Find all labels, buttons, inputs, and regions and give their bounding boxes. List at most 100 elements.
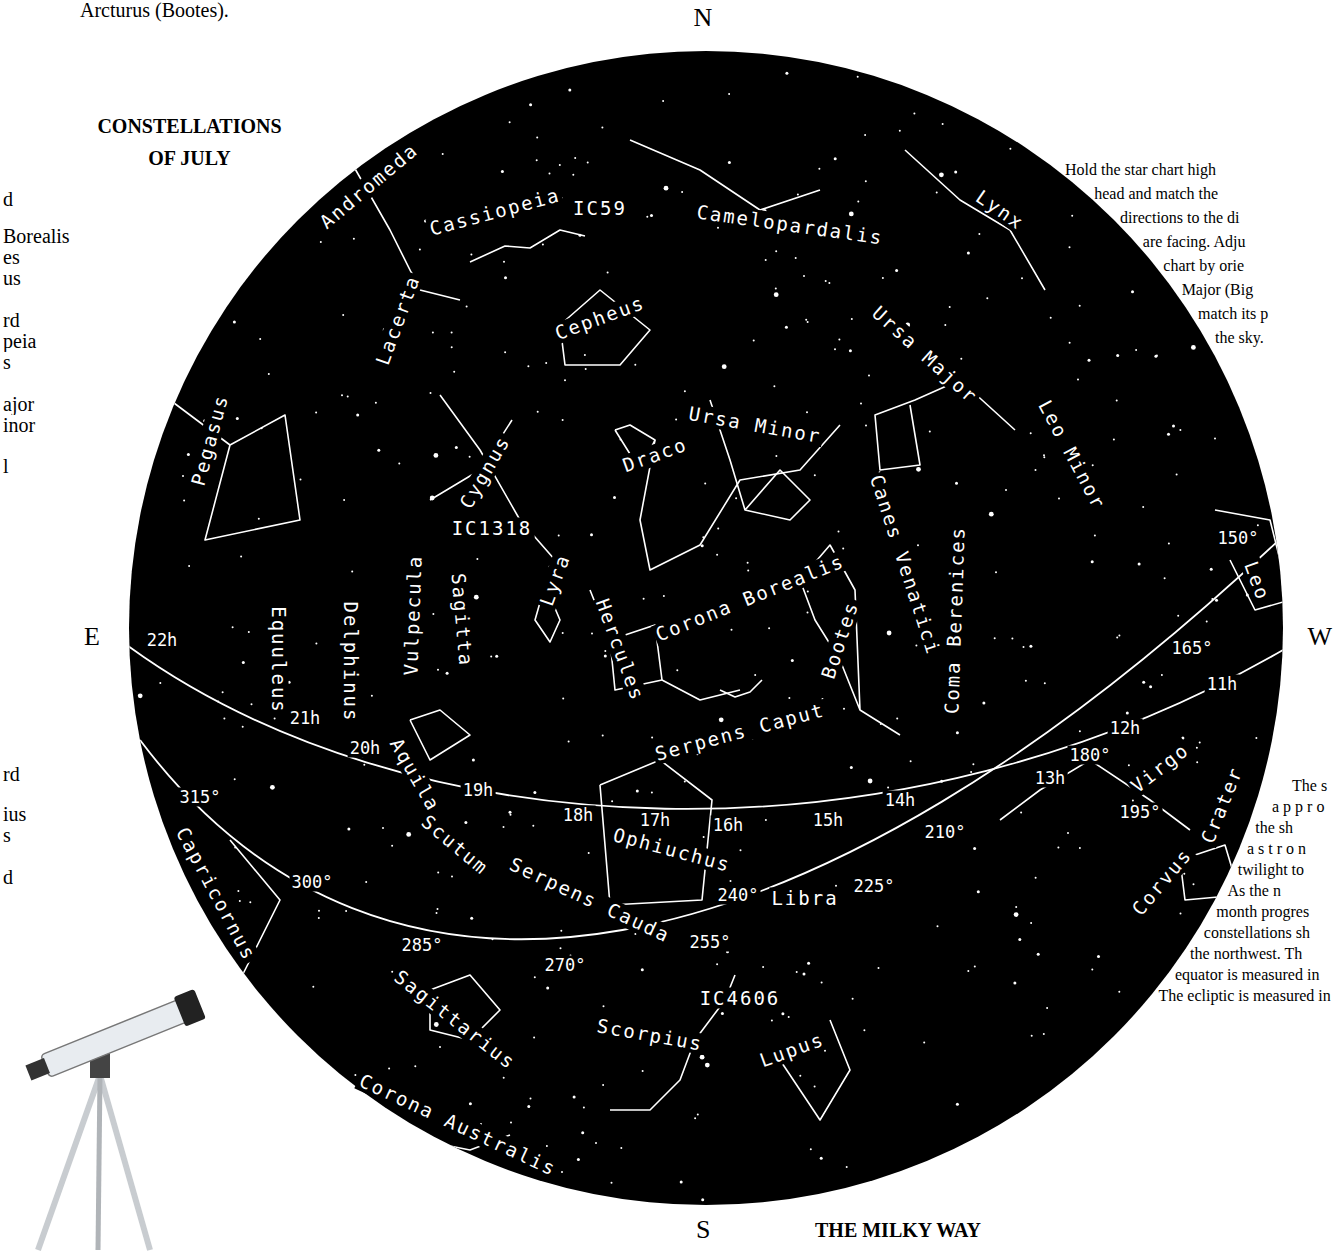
star-dot xyxy=(675,418,677,420)
star-dot xyxy=(1044,682,1046,684)
star-dot xyxy=(242,661,245,664)
star-dot xyxy=(432,331,434,333)
star-dot xyxy=(795,257,797,259)
star-dot xyxy=(546,1145,548,1147)
star-dot xyxy=(527,365,529,367)
star-dot xyxy=(868,375,870,377)
star-dot xyxy=(527,1105,530,1108)
star-dot xyxy=(613,496,616,499)
figure-line xyxy=(630,140,820,210)
coordinate-label: 300° xyxy=(290,873,335,892)
star-dot xyxy=(490,655,492,657)
star-dot xyxy=(382,827,384,829)
star-dot xyxy=(388,1068,390,1070)
star-dot xyxy=(365,881,367,883)
star-dot xyxy=(562,632,564,634)
star-dot xyxy=(1179,429,1181,431)
star-dot xyxy=(838,338,840,340)
star-dot xyxy=(820,1157,823,1160)
coordinate-label: 240° xyxy=(716,886,761,905)
note-line: twilight to xyxy=(1238,861,1304,879)
star-dot xyxy=(442,153,444,155)
constellation-name: Capricornus xyxy=(171,822,261,966)
star-dot xyxy=(187,453,190,456)
star-dot xyxy=(590,533,593,536)
star-dot xyxy=(1009,148,1011,150)
constellation-name: Draco xyxy=(618,433,692,477)
star-dot xyxy=(1206,620,1208,622)
star-dot xyxy=(865,425,867,427)
constellation-name: Lynx xyxy=(970,185,1029,235)
star-dot xyxy=(944,324,946,326)
star-dot xyxy=(939,172,944,177)
text-fragment: ius xyxy=(3,804,26,825)
star-dot xyxy=(602,1084,604,1086)
star-dot xyxy=(796,971,798,973)
star-dot xyxy=(704,483,706,485)
star-dot xyxy=(676,669,678,671)
star-dot xyxy=(684,390,686,392)
text-fragment: Borealis xyxy=(3,226,70,247)
star-dot xyxy=(530,1098,532,1100)
star-dot xyxy=(1142,506,1144,508)
star-dot xyxy=(781,1012,784,1015)
star-dot xyxy=(595,1142,597,1144)
star-dot xyxy=(419,249,421,251)
star-dot xyxy=(1077,379,1079,381)
star-dot xyxy=(730,880,732,882)
star-dot xyxy=(1132,800,1134,802)
star-dot xyxy=(1180,913,1182,915)
star-dot xyxy=(574,157,576,159)
star-dot xyxy=(437,669,439,671)
star-dot xyxy=(1118,991,1120,993)
figure-line xyxy=(905,150,1045,290)
star-dot xyxy=(237,890,239,892)
star-dot xyxy=(1021,277,1023,279)
star-dot xyxy=(982,701,985,704)
star-dot xyxy=(747,570,749,572)
star-dot xyxy=(1116,636,1118,638)
ecliptic-line xyxy=(140,520,1300,939)
star-dot xyxy=(546,987,549,990)
star-dot xyxy=(453,371,455,373)
star-dot xyxy=(510,814,512,816)
compass-point: E xyxy=(82,624,102,650)
star-dot xyxy=(1043,456,1045,458)
star-dot xyxy=(495,655,498,658)
star-dot xyxy=(731,629,733,631)
star-dot xyxy=(377,449,380,452)
star-dot xyxy=(604,655,607,658)
star-dot xyxy=(604,650,606,652)
constellation-name: Camelopardalis xyxy=(693,201,886,249)
star-dot xyxy=(641,968,644,971)
star-dot xyxy=(1257,524,1259,526)
star-dot xyxy=(1214,438,1216,440)
star-dot xyxy=(320,241,322,243)
text-fragment: us xyxy=(3,268,21,289)
constellation-name: Scorpius xyxy=(593,1015,706,1055)
star-dot xyxy=(681,191,683,193)
star-dot xyxy=(1043,1033,1045,1035)
star-dot xyxy=(721,1012,724,1015)
text-fragment: peia xyxy=(3,331,36,352)
star-dot xyxy=(916,467,921,472)
star-dot xyxy=(353,238,355,240)
constellation-name: Serpens Cauda xyxy=(505,853,676,948)
star-dot xyxy=(863,1029,865,1031)
constellation-name: Delphinus xyxy=(340,600,361,725)
star-dot xyxy=(607,271,609,273)
star-dot xyxy=(1196,761,1198,763)
star-dot xyxy=(455,446,458,449)
star-dot xyxy=(1069,246,1071,248)
tripod-leg xyxy=(98,1075,100,1250)
star-dot xyxy=(697,1113,699,1115)
constellation-name: Leo Minor xyxy=(1033,395,1110,515)
star-dot xyxy=(572,174,574,176)
constellation-name: Sagittarius xyxy=(389,965,522,1075)
star-dot xyxy=(560,947,562,949)
star-dot xyxy=(183,500,185,502)
constellation-name: Lyra xyxy=(535,549,574,610)
star-dot xyxy=(740,849,742,851)
note-line: chart by orie xyxy=(1163,257,1244,275)
star-dot xyxy=(989,512,994,517)
